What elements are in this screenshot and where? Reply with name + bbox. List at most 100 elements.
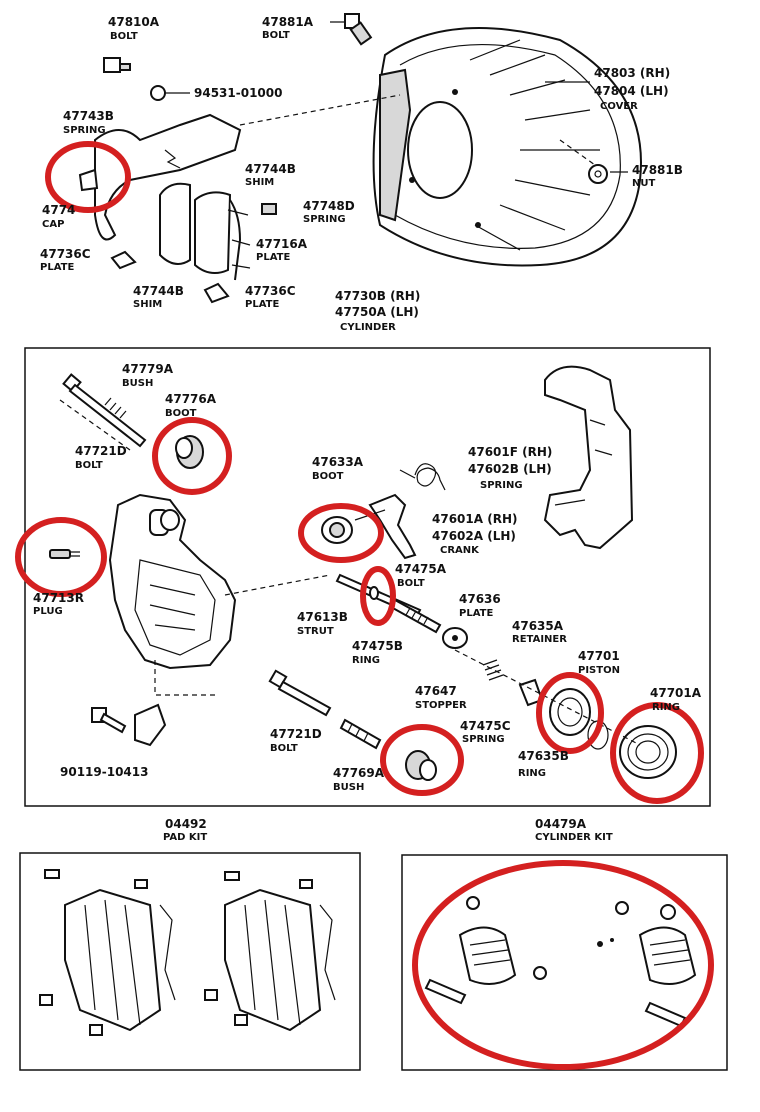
- pad-kit-frame: [19, 852, 361, 1071]
- label-47804-name: COVER: [600, 101, 638, 112]
- label-cap-num: 4774: [42, 203, 75, 217]
- label-47779A-num: 47779A: [122, 362, 174, 376]
- label-47475C-name: SPRING: [462, 734, 505, 745]
- brake-pads-top-drawing: [94, 113, 251, 281]
- label-47736C-left-name: PLATE: [40, 262, 74, 273]
- bolt-47475A-drawing: [389, 598, 442, 634]
- bolt-90119-drawing: [91, 703, 167, 747]
- spring-47475C-drawing: [482, 659, 504, 681]
- highlight-circle-piston-47701: [536, 672, 604, 754]
- label-47647-num: 47647: [415, 684, 457, 698]
- label-47736C-left-num: 47736C: [40, 247, 91, 261]
- boot-47776A-drawing: [175, 435, 204, 469]
- label-47716A-name: PLATE: [256, 252, 290, 263]
- label-47701-name: PISTON: [578, 665, 620, 676]
- piston-47701-drawing: [549, 688, 591, 736]
- label-47713R-name: PLUG: [33, 606, 63, 617]
- nut-47881B-drawing: [588, 164, 608, 184]
- pad-kit-right-drawing: [204, 871, 336, 1032]
- label-47736C-bot-name: PLATE: [245, 299, 279, 310]
- ring-47475B-drawing: [369, 586, 379, 600]
- label-47730B-num: 47730B (RH): [335, 289, 420, 303]
- spring-47748D-drawing: [261, 203, 277, 215]
- dust-cover-drawing: [372, 27, 642, 267]
- label-47750A-num: 47750A (LH): [335, 305, 419, 319]
- label-47602A-num: 47602A (LH): [432, 529, 516, 543]
- label-47769A-num: 47769A: [333, 766, 385, 780]
- highlight-circle-plug-47713R: [15, 517, 107, 597]
- label-47602B-num: 47602B (LH): [468, 462, 552, 476]
- spring-47743B-drawing: [164, 149, 181, 169]
- label-47613B-num: 47613B: [297, 610, 348, 624]
- cap-drawing: [78, 168, 99, 192]
- bolt-47721D-top-drawing: [62, 373, 147, 448]
- cylinder-kit-frame: [401, 854, 728, 1071]
- label-04479A-name: CYLINDER KIT: [535, 832, 613, 843]
- label-47635B-num: 47635B: [518, 749, 569, 763]
- label-cap-name: CAP: [42, 219, 64, 230]
- label-47881B-num: 47881B: [632, 163, 683, 177]
- label-47601F-num: 47601F (RH): [468, 445, 552, 459]
- highlight-circle-cap: [45, 141, 131, 213]
- highlight-circle-ring-47701A: [610, 702, 704, 804]
- plate-47636-drawing: [442, 627, 468, 649]
- label-47779A-name: BUSH: [122, 378, 153, 389]
- label-47743B-name: SPRING: [63, 125, 106, 136]
- label-47776A-name: BOOT: [165, 408, 197, 419]
- label-47881B-name: NUT: [632, 178, 655, 189]
- label-47475A-num: 47475A: [395, 562, 447, 576]
- pad-kit-left-drawing: [39, 869, 176, 1036]
- label-90119-num: 90119-10413: [60, 765, 148, 779]
- label-47744B-bot-name: SHIM: [133, 299, 162, 310]
- highlight-circle-boot-47776A: [152, 417, 232, 495]
- label-47769A-name: BUSH: [333, 782, 364, 793]
- label-47881A-num: 47881A: [262, 15, 314, 29]
- caliper-body-drawing: [108, 493, 237, 670]
- label-47613B-name: STRUT: [297, 626, 334, 637]
- label-47748D-name: SPRING: [303, 214, 346, 225]
- label-47475B-num: 47475B: [352, 639, 403, 653]
- plate-47736C-drawing: [110, 250, 230, 304]
- highlight-circle-boot-47633A: [298, 503, 384, 563]
- cylinder-kit-drawing: [424, 896, 697, 1028]
- label-47716A-num: 47716A: [256, 237, 308, 251]
- highlight-annotations: [15, 141, 714, 1070]
- spring-47601F-drawing: [399, 463, 446, 491]
- boot-47633A-drawing: [321, 516, 353, 544]
- label-47810A-num: 47810A: [108, 15, 160, 29]
- label-04479A-num: 04479A: [535, 817, 587, 831]
- label-47744B-top-name: SHIM: [245, 177, 274, 188]
- label-47744B-bot-num: 47744B: [133, 284, 184, 298]
- bolt-47810A-drawing: [103, 57, 131, 73]
- label-94531-num: 94531-01000: [194, 86, 282, 100]
- label-47701A-num: 47701A: [650, 686, 702, 700]
- label-47635A-name: RETAINER: [512, 634, 567, 645]
- label-47701A-name: RING: [652, 702, 680, 713]
- label-47636-num: 47636: [459, 592, 501, 606]
- label-47750A-name: CYLINDER: [340, 322, 396, 333]
- plug-47713R-drawing: [49, 549, 80, 559]
- label-47748D-num: 47748D: [303, 199, 355, 213]
- label-47602A-name: CRANK: [440, 545, 480, 556]
- bush-47769A-drawing: [339, 718, 437, 781]
- label-47721D-bot-name: BOLT: [270, 743, 298, 754]
- label-47803-num: 47803 (RH): [594, 66, 670, 80]
- label-47701-num: 47701: [578, 649, 620, 663]
- bolt-47881A-drawing: [344, 13, 373, 46]
- caliper-bracket-drawing: [543, 365, 634, 550]
- label-47744B-top-num: 47744B: [245, 162, 296, 176]
- label-47635B-name: RING: [518, 768, 546, 779]
- label-47721D-top-num: 47721D: [75, 444, 127, 458]
- label-47743B-num: 47743B: [63, 109, 114, 123]
- label-47475C-num: 47475C: [460, 719, 511, 733]
- highlight-circle-ring-47475B: [360, 566, 396, 626]
- crank-47601A-drawing: [354, 493, 417, 560]
- bolt-47721D-bottom-drawing: [268, 669, 332, 717]
- label-04492-name: PAD KIT: [163, 832, 207, 843]
- highlight-circle-cylinder-kit: [412, 860, 714, 1070]
- label-47633A-name: BOOT: [312, 471, 344, 482]
- label-47804-num: 47804 (LH): [594, 84, 669, 98]
- label-47881A-name: BOLT: [262, 30, 290, 41]
- part-labels: 47810A BOLT 47881A BOLT 94531-01000 4774…: [33, 15, 702, 843]
